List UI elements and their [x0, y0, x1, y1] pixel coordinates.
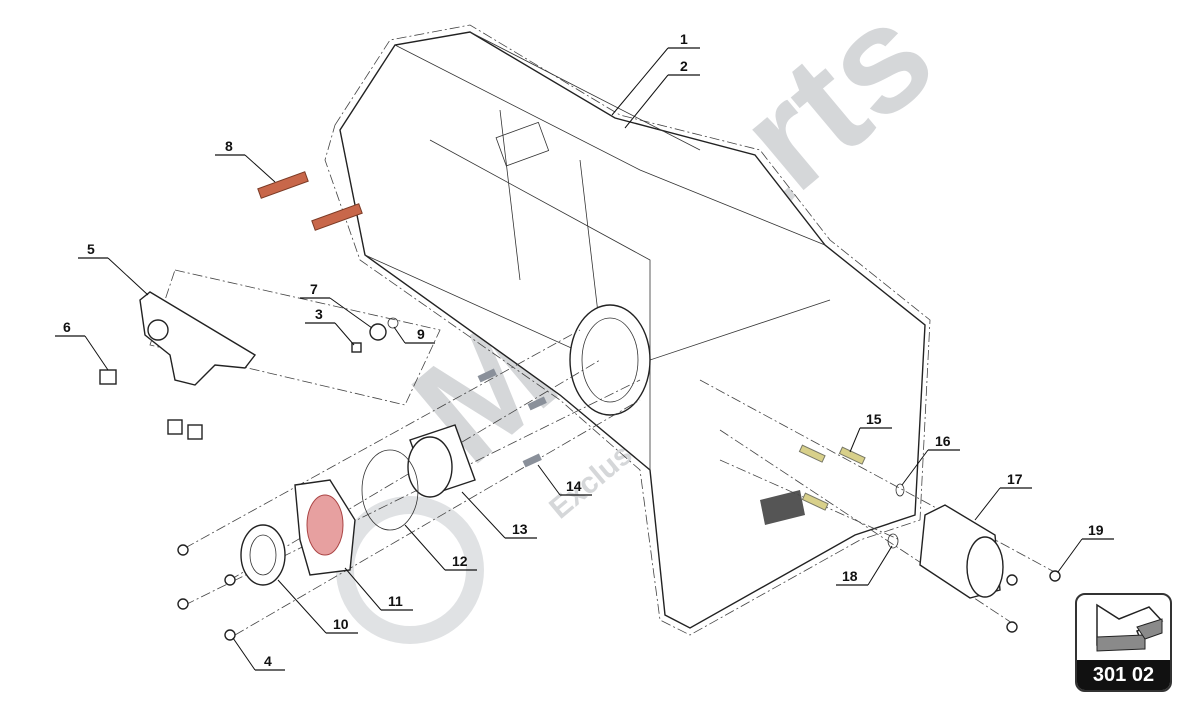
- seal-10: [240, 524, 286, 586]
- oring-12: [361, 449, 419, 531]
- stud-8a: [257, 171, 309, 199]
- pin-15a: [798, 444, 826, 463]
- callout-18: 18: [836, 545, 893, 586]
- svg-text:5: 5: [87, 241, 95, 257]
- washer-16: [895, 483, 905, 497]
- svg-text:8: 8: [225, 138, 233, 154]
- svg-text:2: 2: [680, 58, 688, 74]
- svg-text:17: 17: [1007, 471, 1023, 487]
- callout-16: 16: [901, 433, 960, 486]
- pin-14b: [527, 396, 547, 411]
- svg-text:10: 10: [333, 616, 349, 632]
- svg-text:3: 3: [315, 306, 323, 322]
- svg-text:15: 15: [866, 411, 882, 427]
- ring-9: [387, 317, 399, 329]
- callout-6: 6: [55, 319, 109, 371]
- callout-10: 10: [277, 579, 358, 634]
- parts: [99, 171, 1061, 641]
- pin-14a: [477, 368, 497, 383]
- callout-1: 1: [611, 31, 700, 116]
- callout-11: 11: [344, 567, 413, 611]
- bolt-6: [99, 369, 117, 385]
- svg-text:13: 13: [512, 521, 528, 537]
- nut-19: [1049, 570, 1061, 582]
- callout-19: 19: [1057, 522, 1114, 573]
- nuts-4: [177, 544, 236, 641]
- page-reference-badge[interactable]: 301 02: [1075, 593, 1172, 692]
- pin-14c: [522, 453, 542, 468]
- callout-13: 13: [461, 491, 537, 539]
- svg-text:16: 16: [935, 433, 951, 449]
- svg-text:7: 7: [310, 281, 318, 297]
- page-code: 301 02: [1077, 660, 1170, 690]
- svg-text:14: 14: [566, 478, 582, 494]
- cover-5: [139, 291, 257, 386]
- screw-3: [351, 342, 362, 353]
- svg-text:18: 18: [842, 568, 858, 584]
- svg-text:9: 9: [417, 326, 425, 342]
- svg-text:12: 12: [452, 553, 468, 569]
- callout-2: 2: [624, 58, 700, 129]
- callout-4: 4: [232, 637, 285, 671]
- callout-15: 15: [849, 411, 892, 453]
- pin-15c: [801, 492, 829, 511]
- callouts: 1 2 8 5 6 7 3 9 15 16 17 19 14 13 12 18 …: [55, 31, 1114, 671]
- svg-text:1: 1: [680, 31, 688, 47]
- pin-15b: [838, 446, 866, 465]
- callout-7: 7: [300, 281, 373, 329]
- callout-9: 9: [393, 326, 435, 344]
- plug-7: [369, 323, 387, 341]
- arrow-icon: [1096, 603, 1164, 652]
- washer-18: [887, 533, 899, 549]
- svg-text:11: 11: [388, 593, 403, 609]
- svg-text:6: 6: [63, 319, 71, 335]
- stud-8b: [311, 203, 363, 231]
- callout-14: 14: [537, 464, 592, 496]
- svg-text:19: 19: [1088, 522, 1104, 538]
- callout-8: 8: [215, 138, 276, 183]
- svg-text:4: 4: [264, 653, 272, 669]
- gearbox-housing: [324, 24, 931, 636]
- callout-12: 12: [404, 524, 477, 571]
- callout-17: 17: [974, 471, 1032, 521]
- callout-5: 5: [78, 241, 149, 296]
- callout-3: 3: [305, 306, 355, 346]
